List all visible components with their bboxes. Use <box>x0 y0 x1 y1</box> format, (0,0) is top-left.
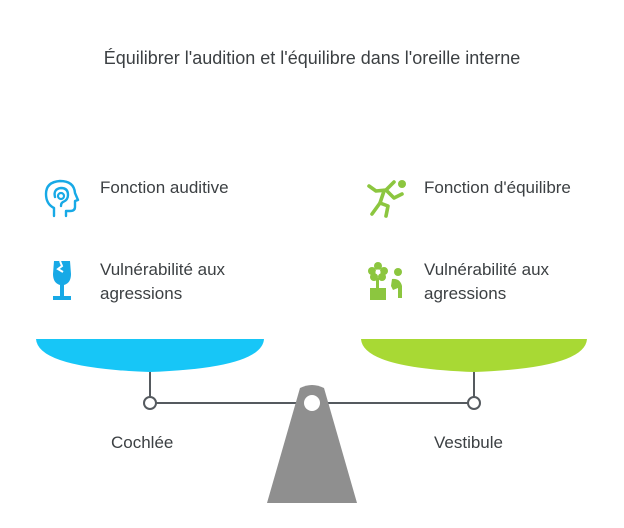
left-node <box>143 396 157 410</box>
left-pan <box>36 339 264 372</box>
right-node <box>467 396 481 410</box>
left-pan-label: Cochlée <box>111 433 174 452</box>
left-item-vulnerability: Vulnérabilité aux agressions <box>40 258 270 306</box>
pivot <box>304 395 320 411</box>
left-item-label: Vulnérabilité aux agressions <box>100 260 226 303</box>
right-item-label: Vulnérabilité aux agressions <box>424 260 550 303</box>
balancing-person-icon <box>367 180 406 218</box>
broken-glass-icon <box>53 260 71 300</box>
right-pan-label: Vestibule <box>434 433 503 452</box>
right-item-label: Fonction d'équilibre <box>424 178 571 197</box>
head-ear-icon <box>44 179 80 218</box>
flower-person-icon <box>368 262 402 300</box>
left-item-label: Fonction auditive <box>100 178 229 197</box>
fulcrum <box>267 385 357 503</box>
left-item-hearing: Fonction auditive <box>40 176 270 220</box>
right-pan <box>361 339 587 372</box>
right-item-vulnerability: Vulnérabilité aux agressions <box>364 258 594 306</box>
right-item-balance: Fonction d'équilibre <box>364 176 594 220</box>
diagram-title: Équilibrer l'audition et l'équilibre dan… <box>103 48 521 68</box>
